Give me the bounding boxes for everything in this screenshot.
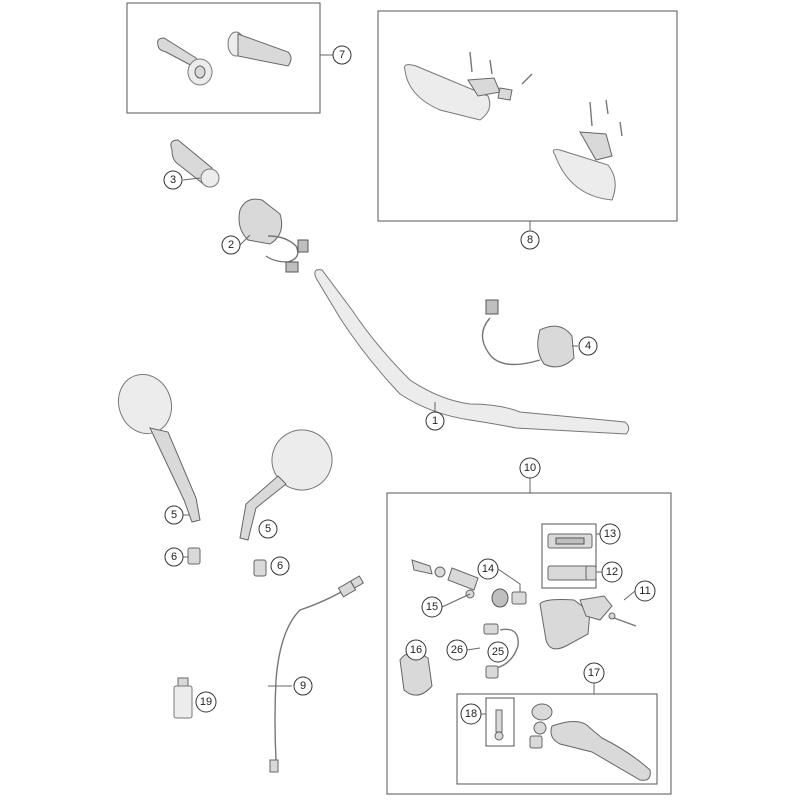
svg-text:9: 9	[300, 680, 306, 692]
mirror-nut-left-part	[187, 547, 201, 565]
svg-text:26: 26	[451, 644, 463, 656]
callout-6b: 6	[270, 556, 290, 576]
callout-26: 26	[446, 639, 468, 661]
svg-text:19: 19	[200, 696, 212, 708]
leader-26	[466, 647, 481, 651]
mirror-nut-right-part	[253, 559, 267, 577]
group-box-7	[126, 2, 321, 114]
callout-25: 25	[487, 641, 509, 663]
svg-text:1: 1	[432, 415, 438, 427]
svg-text:5: 5	[171, 509, 177, 521]
callout-13: 13	[599, 523, 621, 545]
svg-text:2: 2	[228, 239, 234, 251]
master-cylinder-body-part	[539, 595, 613, 650]
mirror-left-part	[118, 373, 201, 523]
piston-assembly-part	[411, 559, 479, 599]
cable-part	[268, 575, 365, 773]
leader-11	[623, 590, 636, 601]
callout-10: 10	[519, 457, 541, 479]
lever-pin-part	[608, 612, 637, 627]
callout-9: 9	[293, 676, 313, 696]
svg-text:17: 17	[588, 667, 600, 679]
callout-19: 19	[195, 691, 217, 713]
handguard-left-part	[404, 51, 533, 121]
handlebar-part	[314, 269, 630, 435]
callout-15: 15	[421, 596, 443, 618]
mirror-right-part	[239, 429, 333, 541]
svg-text:6: 6	[171, 551, 177, 563]
group-box-8	[377, 10, 678, 222]
leader-3	[182, 177, 201, 181]
svg-text:3: 3	[170, 174, 176, 186]
group-box-10	[386, 492, 672, 795]
group-box-17	[456, 693, 658, 785]
callout-5a: 5	[164, 505, 184, 525]
svg-text:16: 16	[410, 644, 422, 656]
callout-12: 12	[601, 561, 623, 583]
brake-switch-part	[483, 623, 519, 679]
grip-left-part	[157, 37, 213, 86]
leader-2	[239, 234, 251, 246]
svg-text:12: 12	[606, 566, 618, 578]
right-switch-part	[481, 299, 575, 368]
svg-text:13: 13	[604, 528, 616, 540]
throttle-grip-part	[170, 139, 220, 188]
bellows-part	[491, 588, 527, 608]
leader-15	[441, 593, 471, 608]
svg-text:5: 5	[265, 523, 271, 535]
svg-text:10: 10	[524, 462, 536, 474]
adjuster-screw-part	[485, 697, 515, 747]
lever-part	[529, 703, 651, 781]
callout-2: 2	[221, 235, 241, 255]
handguard-right-part	[552, 99, 623, 201]
callout-11: 11	[634, 580, 656, 602]
svg-text:7: 7	[339, 49, 345, 61]
callout-5b: 5	[258, 519, 278, 539]
callout-8: 8	[520, 230, 540, 250]
callout-7: 7	[332, 45, 352, 65]
svg-text:8: 8	[527, 234, 533, 246]
reservoir-plug-part	[585, 565, 597, 581]
svg-text:11: 11	[639, 585, 650, 597]
left-switch-part	[238, 198, 309, 273]
callout-14: 14	[477, 558, 499, 580]
svg-text:4: 4	[585, 340, 591, 352]
svg-text:15: 15	[426, 601, 438, 613]
grip-right-part	[227, 31, 292, 67]
svg-text:25: 25	[492, 646, 504, 658]
fluid-bottle-part	[173, 677, 193, 719]
callout-17: 17	[583, 662, 605, 684]
callout-16: 16	[405, 639, 427, 661]
leader-14	[497, 568, 521, 592]
svg-text:6: 6	[277, 560, 283, 572]
svg-text:14: 14	[482, 563, 494, 575]
callout-3: 3	[163, 170, 183, 190]
callout-4: 4	[578, 336, 598, 356]
callout-1: 1	[425, 411, 445, 431]
callout-6a: 6	[164, 547, 184, 567]
svg-text:18: 18	[465, 708, 477, 720]
callout-18: 18	[460, 703, 482, 725]
